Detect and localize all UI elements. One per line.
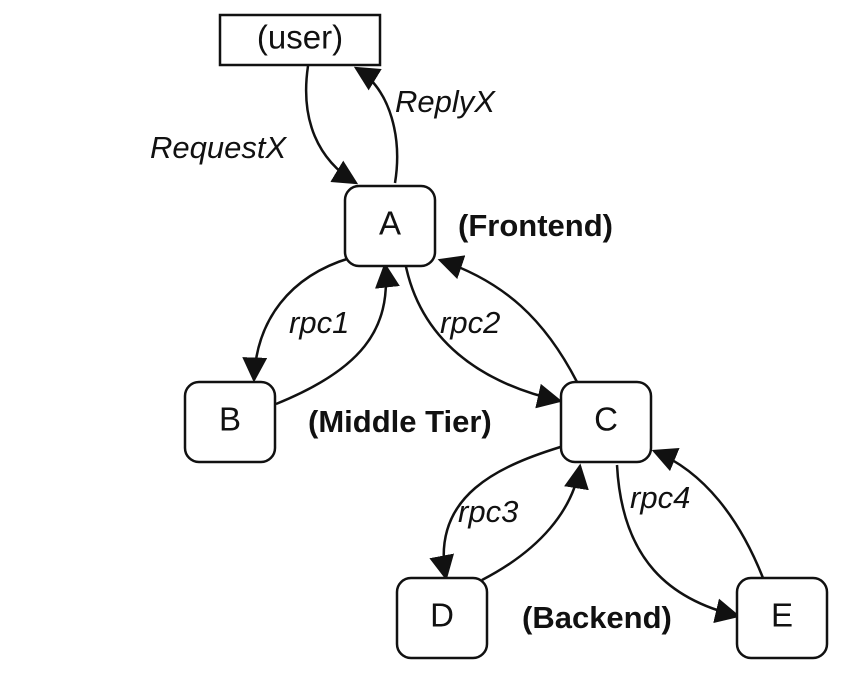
tier-label-backend: (Backend): [522, 600, 672, 635]
node-user: (user): [218, 13, 382, 67]
reply-arrow: [353, 66, 399, 184]
node-user-label: (user): [257, 19, 343, 56]
rpc4-reply-arrow: [651, 448, 765, 579]
edge-label-rpc1: rpc1: [289, 305, 349, 340]
edge-label-rpc3: rpc3: [458, 494, 518, 529]
edge-label-reply: ReplyX: [395, 84, 496, 119]
node-b: B: [183, 380, 277, 464]
node-c: C: [559, 380, 653, 464]
edge-label-rpc2: rpc2: [440, 305, 500, 340]
node-d: D: [395, 576, 489, 660]
edge-label-request: RequestX: [150, 130, 287, 165]
rpc1-request-arrow: [242, 256, 351, 383]
rpc2-reply-arrow: [437, 255, 579, 383]
edge-label-rpc4: rpc4: [630, 480, 690, 515]
node-b-label: B: [219, 401, 241, 438]
node-d-label: D: [430, 597, 454, 634]
node-e-label: E: [771, 597, 793, 634]
rpc3-reply-arrow: [481, 463, 589, 582]
node-a-label: A: [379, 205, 401, 242]
rpc3-request-arrow: [429, 443, 568, 581]
node-c-label: C: [594, 401, 618, 438]
request-arrow: [304, 65, 359, 185]
rpc2-request-arrow: [403, 261, 563, 409]
tier-label-frontend: (Frontend): [458, 208, 613, 243]
node-a: A: [343, 184, 437, 268]
tier-label-middle: (Middle Tier): [308, 404, 492, 439]
rpc1-reply-arrow: [275, 262, 400, 406]
node-e: E: [735, 576, 829, 660]
rpc4-request-arrow: [615, 464, 741, 624]
